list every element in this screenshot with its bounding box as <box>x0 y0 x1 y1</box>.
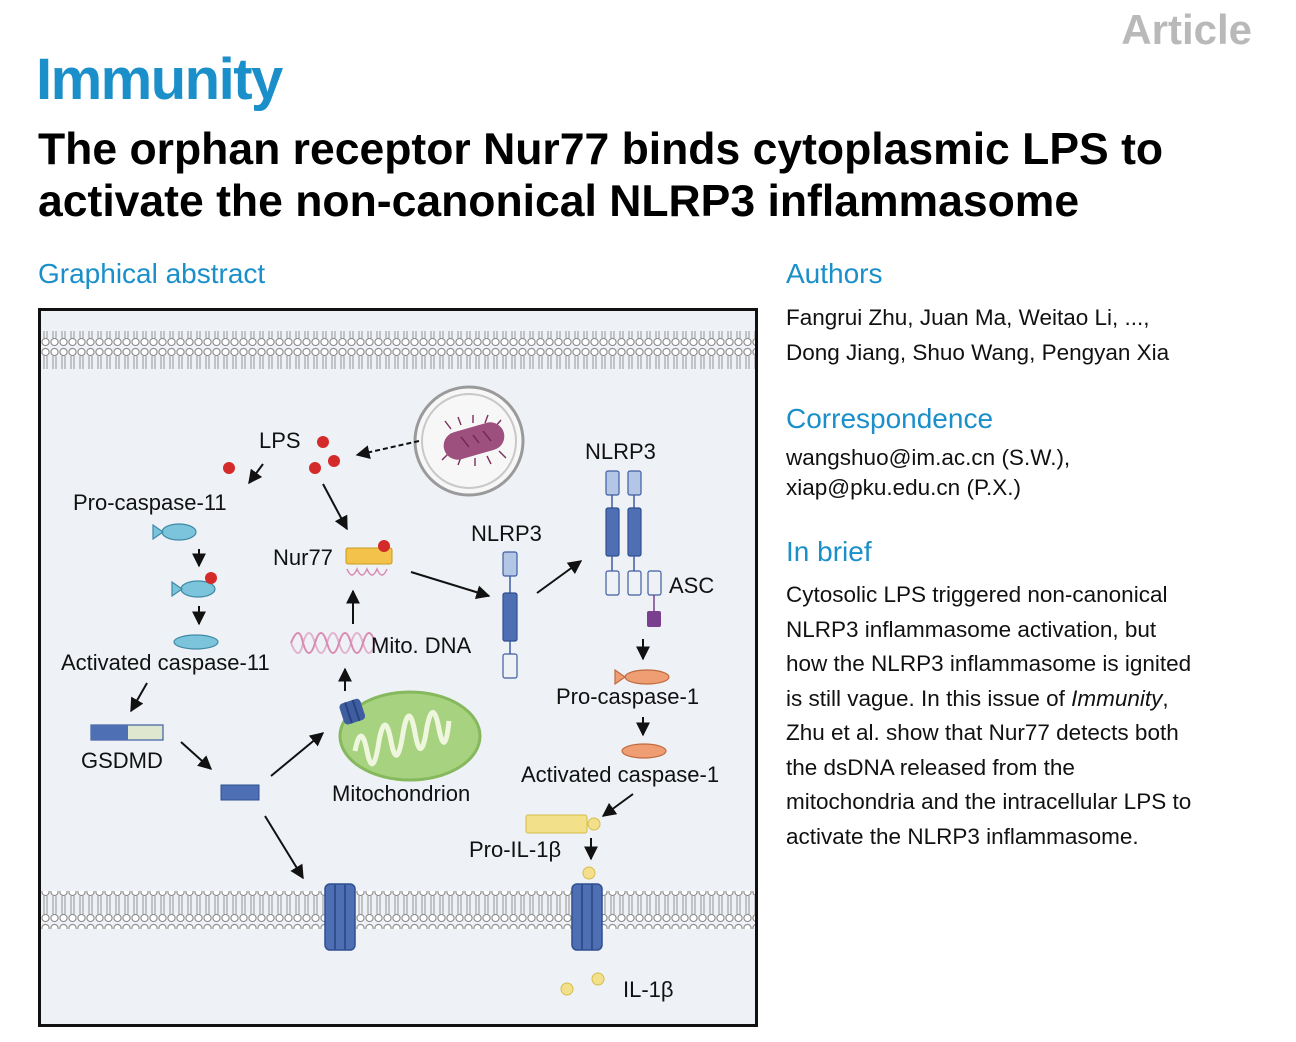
authors-line-2[interactable]: Dong Jiang, Shuo Wang, Pengyan Xia <box>786 340 1170 365</box>
label-pro-il-1b: Pro-IL-1β <box>469 837 561 862</box>
arrow-bacterium-lps <box>355 440 420 460</box>
in-brief-text-part: , <box>1162 685 1169 711</box>
lps-dots <box>223 436 340 474</box>
arrow-nur77-nlrp3 <box>410 571 491 599</box>
arrow-casp1-proil1b <box>601 793 634 817</box>
arrow-gsdmd-mito <box>270 732 325 777</box>
arrow-c11-gsdmd <box>130 682 148 713</box>
arrow-gsdmd-nterm <box>180 741 213 770</box>
label-nlrp3-inactive: NLRP3 <box>471 521 542 546</box>
gsdmd-n-terminal-icon <box>220 784 260 801</box>
top-membrane <box>41 331 755 369</box>
mitochondrion-icon <box>338 690 482 782</box>
nlrp3-inactive-icon <box>502 551 518 679</box>
correspondence-heading: Correspondence <box>786 403 994 434</box>
activated-caspase-11-icon <box>173 634 219 650</box>
label-pro-caspase-11: Pro-caspase-11 <box>73 490 227 515</box>
arrow-gsdmd-pore <box>264 815 304 880</box>
label-mitochondrion: Mitochondrion <box>332 781 470 806</box>
caspase-11-lps-icon <box>171 572 217 598</box>
in-brief-text-part: is still vague. In this issue of <box>786 685 1072 711</box>
label-nlrp3-active: NLRP3 <box>585 439 656 464</box>
nlrp3-active-complex-icon <box>605 470 662 627</box>
gsdmd-pore-left <box>324 883 356 951</box>
label-activated-caspase-11: Activated caspase-11 <box>61 650 270 675</box>
in-brief-line: Zhu et al. show that Nur77 detects both <box>786 720 1179 745</box>
graphical-abstract-figure: LPS Pro-caspase-11 Activated caspase-11 … <box>38 308 758 1027</box>
gsdmd-icon <box>90 724 164 741</box>
journal-name-italic: Immunity <box>1071 685 1163 711</box>
authors-heading: Authors <box>786 258 883 289</box>
pro-caspase-1-icon <box>614 668 670 686</box>
journal-name[interactable]: Immunity <box>36 47 283 112</box>
graphical-abstract-svg: LPS Pro-caspase-11 Activated caspase-11 … <box>41 331 755 1002</box>
activated-caspase-1-icon <box>621 743 667 759</box>
label-gsdmd: GSDMD <box>81 748 163 773</box>
in-brief-line: the dsDNA released from the <box>786 754 1075 780</box>
in-brief-line: is still vague. In this issue of Immunit… <box>786 682 1266 717</box>
label-asc: ASC <box>669 573 714 598</box>
nur77-icon <box>345 540 393 576</box>
in-brief-heading: In brief <box>786 536 872 567</box>
in-brief-line: how the NLRP3 inflammasome is ignited <box>786 651 1192 676</box>
mito-dna-icon <box>290 632 376 654</box>
pro-caspase-11-icon <box>152 523 197 541</box>
bottom-membrane <box>41 891 755 929</box>
authors-line-1[interactable]: Fangrui Zhu, Juan Ma, Weitao Li, ..., <box>786 305 1150 330</box>
in-brief-text: Cytosolic LPS triggered non-canonical NL… <box>786 578 1266 854</box>
label-il-1b: IL-1β <box>623 977 674 1002</box>
article-type-label: Article <box>1121 6 1252 53</box>
label-lps: LPS <box>259 428 301 453</box>
gsdmd-pore-right <box>571 883 603 951</box>
article-title: The orphan receptor Nur77 binds cytoplas… <box>38 125 1164 226</box>
label-mito-dna: Mito. DNA <box>371 633 472 658</box>
correspondence-email-1[interactable]: wangshuo@im.ac.cn (S.W.), <box>786 445 1071 470</box>
correspondence-email-2[interactable]: xiap@pku.edu.cn (P.X.) <box>786 475 1022 500</box>
in-brief-line: activate the NLRP3 inflammasome. <box>786 823 1139 849</box>
il-1b-dot <box>582 866 596 880</box>
bacterium-icon <box>413 385 525 497</box>
released-il-1b-dots <box>560 972 605 996</box>
label-pro-caspase-1: Pro-caspase-1 <box>556 684 699 709</box>
arrow-nlrp3-activation <box>536 560 583 594</box>
arrow-lps-procasp11 <box>248 463 264 485</box>
label-nur77: Nur77 <box>273 545 333 570</box>
in-brief-line: Cytosolic LPS triggered non-canonical <box>786 582 1168 607</box>
in-brief-line: mitochondria and the intracellular LPS t… <box>786 789 1192 814</box>
in-brief-line: NLRP3 inflammasome activation, but <box>786 616 1157 642</box>
arrow-lps-nur77 <box>322 483 348 531</box>
graphical-abstract-heading: Graphical abstract <box>38 258 266 289</box>
pro-il-1b-icon <box>525 814 601 834</box>
label-activated-caspase-1: Activated caspase-1 <box>521 762 719 787</box>
